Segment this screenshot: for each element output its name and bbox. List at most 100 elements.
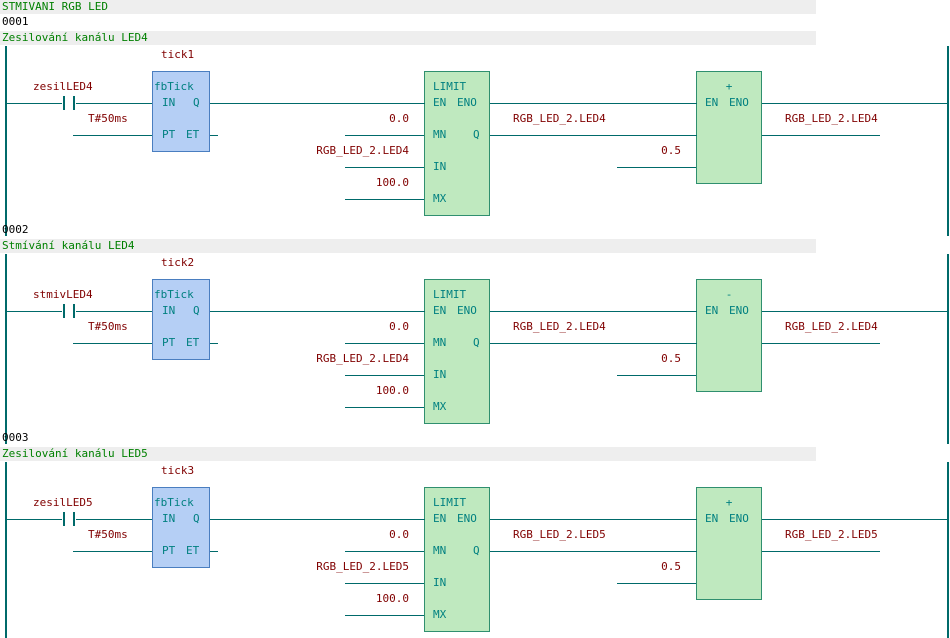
arith-function-block[interactable]: + EN ENO	[696, 71, 762, 184]
limit-pin-en: EN	[433, 96, 447, 109]
wire	[490, 343, 697, 344]
contact-symbol[interactable]	[62, 96, 76, 110]
contact-symbol[interactable]	[62, 512, 76, 526]
arith-value[interactable]: 0.5	[661, 352, 681, 365]
limit-pin-q: Q	[473, 128, 480, 141]
right-power-rail	[947, 46, 949, 236]
arith-output[interactable]: RGB_LED_2.LED4	[785, 320, 878, 333]
limit-function-block[interactable]: LIMIT EN ENO MN Q IN MX	[424, 487, 490, 632]
left-power-rail	[5, 254, 7, 444]
wire	[6, 519, 62, 520]
pt-value[interactable]: T#50ms	[88, 112, 128, 125]
tick-function-block[interactable]: fbTick IN Q PT ET	[152, 71, 210, 152]
mx-value[interactable]: 100.0	[375, 176, 409, 189]
wire	[210, 311, 425, 312]
wire	[490, 519, 697, 520]
rung-comment-bg	[0, 447, 816, 461]
tick-pin-in: IN	[162, 512, 176, 525]
rung-number: 0003	[2, 431, 29, 444]
arith-function-block[interactable]: - EN ENO	[696, 279, 762, 392]
wire	[490, 103, 697, 104]
wire	[210, 343, 218, 344]
right-power-rail	[947, 254, 949, 444]
limit-pin-mx: MX	[433, 192, 447, 205]
program-title: STMIVANI RGB LED	[2, 0, 108, 13]
wire	[345, 551, 424, 552]
limit-block-name: LIMIT	[433, 288, 467, 301]
pt-value[interactable]: T#50ms	[88, 528, 128, 541]
rung-comment-bg	[0, 239, 816, 253]
tick-function-block[interactable]: fbTick IN Q PT ET	[152, 279, 210, 360]
wire	[6, 103, 62, 104]
limit-pin-mn: MN	[433, 336, 447, 349]
wire	[73, 135, 152, 136]
limit-pin-q: Q	[473, 336, 480, 349]
wire	[762, 551, 880, 552]
tick-pin-et: ET	[186, 336, 200, 349]
limit-pin-mx: MX	[433, 608, 447, 621]
limit-pin-eno: ENO	[457, 96, 477, 109]
wire	[210, 519, 425, 520]
tick-pin-pt: PT	[162, 336, 176, 349]
wire	[73, 343, 152, 344]
tick-pin-et: ET	[186, 128, 200, 141]
tick-function-block[interactable]: fbTick IN Q PT ET	[152, 487, 210, 568]
mn-value[interactable]: 0.0	[389, 112, 409, 125]
wire	[6, 311, 62, 312]
wire	[76, 103, 152, 104]
limit-pin-mx: MX	[433, 400, 447, 413]
limit-function-block[interactable]: LIMIT EN ENO MN Q IN MX	[424, 71, 490, 216]
wire	[210, 135, 218, 136]
limit-output[interactable]: RGB_LED_2.LED4	[513, 320, 606, 333]
arith-value[interactable]: 0.5	[661, 560, 681, 573]
limit-block-name: LIMIT	[433, 80, 467, 93]
rung-number: 0002	[2, 223, 29, 236]
wire	[73, 551, 152, 552]
arith-output[interactable]: RGB_LED_2.LED4	[785, 112, 878, 125]
contact-label: zesilLED4	[33, 80, 93, 93]
tick-instance-name: tick1	[161, 48, 195, 61]
left-power-rail	[5, 46, 7, 236]
wire	[490, 551, 697, 552]
limit-output[interactable]: RGB_LED_2.LED4	[513, 112, 606, 125]
arith-value[interactable]: 0.5	[661, 144, 681, 157]
wire	[345, 615, 424, 616]
limit-output[interactable]: RGB_LED_2.LED5	[513, 528, 606, 541]
tick-pin-q: Q	[193, 512, 200, 525]
arith-pin-eno: ENO	[729, 96, 749, 109]
mx-value[interactable]: 100.0	[375, 384, 409, 397]
wire	[345, 167, 424, 168]
limit-pin-en: EN	[433, 304, 447, 317]
contact-label: stmivLED4	[33, 288, 93, 301]
limit-function-block[interactable]: LIMIT EN ENO MN Q IN MX	[424, 279, 490, 424]
contact-symbol[interactable]	[62, 304, 76, 318]
wire	[345, 199, 424, 200]
tick-pin-pt: PT	[162, 128, 176, 141]
arith-function-block[interactable]: + EN ENO	[696, 487, 762, 600]
tick-pin-in: IN	[162, 304, 176, 317]
wire	[345, 343, 424, 344]
pt-value[interactable]: T#50ms	[88, 320, 128, 333]
arith-op: -	[725, 288, 733, 301]
limit-pin-mn: MN	[433, 544, 447, 557]
arith-pin-en: EN	[705, 96, 719, 109]
in-value[interactable]: RGB_LED_2.LED4	[316, 144, 409, 157]
arith-op: +	[725, 496, 733, 509]
limit-pin-mn: MN	[433, 128, 447, 141]
rung-comment: Zesilování kanálu LED4	[2, 31, 148, 44]
in-value[interactable]: RGB_LED_2.LED4	[316, 352, 409, 365]
mx-value[interactable]: 100.0	[375, 592, 409, 605]
mn-value[interactable]: 0.0	[389, 320, 409, 333]
wire	[490, 135, 697, 136]
tick-pin-q: Q	[193, 304, 200, 317]
wire	[210, 103, 425, 104]
wire	[76, 311, 152, 312]
limit-pin-eno: ENO	[457, 304, 477, 317]
wire	[345, 375, 424, 376]
wire	[345, 135, 424, 136]
in-value[interactable]: RGB_LED_2.LED5	[316, 560, 409, 573]
wire	[210, 551, 218, 552]
mn-value[interactable]: 0.0	[389, 528, 409, 541]
arith-output[interactable]: RGB_LED_2.LED5	[785, 528, 878, 541]
